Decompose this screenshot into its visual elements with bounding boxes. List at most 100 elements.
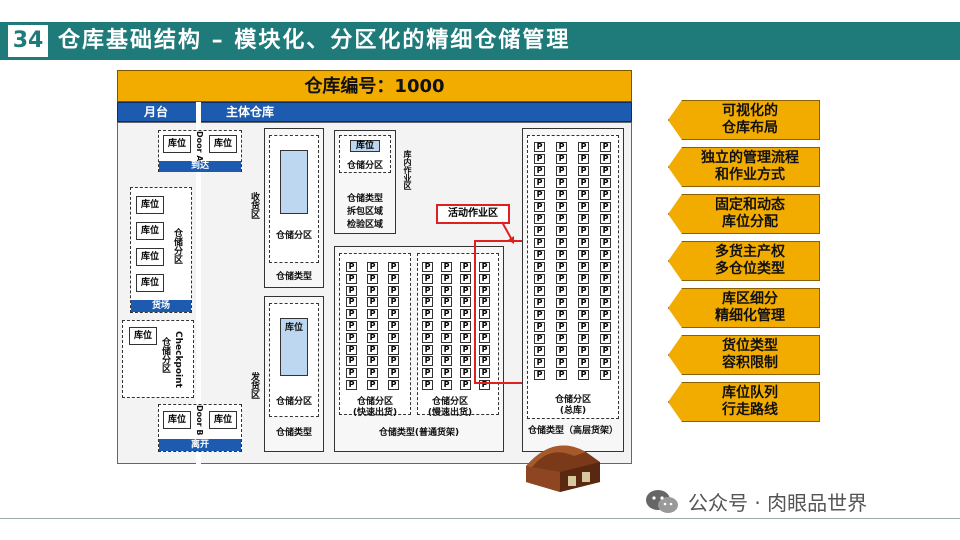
pallet-slot: P [422, 368, 433, 379]
warehouse-building-icon [526, 445, 600, 492]
pallet-slot: P [346, 309, 357, 320]
pallet-slot: P [578, 274, 589, 284]
pallet-slot: P [441, 356, 452, 367]
feature-item: 多货主产权多仓位类型 [668, 241, 820, 281]
storage-type-label: 仓储类型 [275, 272, 312, 282]
slot: 库位 [136, 274, 164, 292]
pallet-slot: P [346, 321, 357, 331]
pallet-slot: P [600, 202, 611, 212]
pallet-slot: P [479, 285, 490, 296]
pallet-slot: P [346, 344, 357, 355]
pallet-slot: P [534, 154, 545, 164]
pallet-slot: P [346, 262, 357, 272]
slot: 库位 [209, 135, 237, 153]
pallet-slot: P [388, 262, 399, 272]
cargo-yard: 库位 库位 库位 库位 仓储分区 货场 [130, 187, 192, 313]
pallet-slot: P [578, 262, 589, 272]
pallet-slot: P [479, 273, 490, 284]
pallet-slot: P [578, 370, 589, 380]
pallet-slot: P [388, 356, 399, 367]
receive-zone: 库位 仓储分区 仓储类型 [264, 128, 324, 288]
pallet-slot: P [600, 298, 611, 308]
pallet-slot: P [367, 262, 378, 272]
pallet-slot: P [441, 321, 452, 331]
pallet-slot: P [600, 358, 611, 368]
leave-label: 离开 [159, 439, 241, 451]
inner-work-area: 库位 仓储分区 仓储类型 拆包区域 检验区域 [334, 130, 396, 234]
pallet-slot: P [441, 380, 452, 390]
total-zone-label: 仓储分区 [554, 395, 591, 405]
pallet-slot: P [346, 285, 357, 296]
pallet-slot: P [534, 190, 545, 200]
arrival-dock: 库位 库位 Door A 到达 [158, 130, 242, 172]
pallet-slot: P [600, 250, 611, 260]
pallet-slot: P [600, 262, 611, 272]
pallet-slot: P [479, 380, 490, 390]
pallet-slot: P [534, 166, 545, 176]
slot: 库位 [136, 196, 164, 214]
pallet-slot: P [556, 190, 567, 200]
pallet-slot: P [578, 358, 589, 368]
pallet-slot: P [556, 214, 567, 224]
pallet-slot: P [367, 368, 378, 379]
pallet-slot: P [422, 321, 433, 331]
pallet-slot: P [367, 285, 378, 296]
pallet-slot: P [460, 273, 471, 284]
pallet-slot: P [600, 286, 611, 296]
pallet-slot: P [460, 309, 471, 320]
pallet-slot: P [441, 273, 452, 284]
pallet-slot: P [578, 202, 589, 212]
pallet-slot: P [578, 346, 589, 356]
slot: 库位 [350, 140, 380, 152]
pallet-slot: P [534, 370, 545, 380]
pallet-slot: P [556, 154, 567, 164]
cargo-yard-label: 货场 [131, 300, 191, 312]
pallet-slot: P [556, 166, 567, 176]
pallet-slot: P [441, 309, 452, 320]
pallet-slot: P [556, 274, 567, 284]
pallet-slot: P [556, 178, 567, 188]
slot: 库位 [163, 411, 191, 429]
warehouse-id-banner: 仓库编号：1000 [117, 70, 632, 102]
pallet-slot: P [600, 346, 611, 356]
fast-zone-label: 仓储分区 [356, 397, 393, 407]
pallet-slot: P [556, 250, 567, 260]
zone-label: 仓储分区 [346, 161, 383, 171]
slot-block [280, 318, 308, 376]
pallet-slot: P [600, 166, 611, 176]
pallet-slot: P [534, 358, 545, 368]
pallet-slot: P [367, 321, 378, 331]
slow-zone-label: 仓储分区 [431, 397, 468, 407]
pallet-slot: P [479, 332, 490, 343]
pallet-slot: P [479, 297, 490, 308]
slot-block [280, 150, 308, 214]
ship-zone-label: 发货区 [249, 372, 259, 399]
pallet-slot: P [441, 262, 452, 272]
pallet-slot: P [534, 202, 545, 212]
pallet-slot: P [556, 358, 567, 368]
pallet-slot: P [556, 262, 567, 272]
pallet-slot: P [578, 190, 589, 200]
pallet-slot: P [441, 368, 452, 379]
inner-zone-label: 库内作业区 [403, 150, 412, 190]
pallet-slot: P [600, 178, 611, 188]
pallet-slot: P [422, 332, 433, 343]
pallet-slot: P [534, 310, 545, 320]
pallet-slot: P [534, 142, 545, 152]
wechat-icon [646, 490, 678, 513]
pallet-slot: P [556, 334, 567, 344]
pallet-slot: P [600, 334, 611, 344]
pallet-slot: P [600, 142, 611, 152]
pallet-slot: P [346, 273, 357, 284]
pallet-slot: P [578, 250, 589, 260]
pallet-slot: P [578, 310, 589, 320]
receive-zone-label: 收货区 [249, 192, 259, 219]
pallet-slot: P [367, 297, 378, 308]
pallet-slot: P [534, 274, 545, 284]
pallet-slot: P [534, 226, 545, 236]
warehouse-zone-bar: 月台 主体仓库 [117, 102, 632, 122]
pallet-slot: P [346, 356, 357, 367]
pallet-slot: P [388, 285, 399, 296]
inspect-area-label: 检验区域 [346, 220, 383, 230]
pallet-slot: P [534, 238, 545, 248]
